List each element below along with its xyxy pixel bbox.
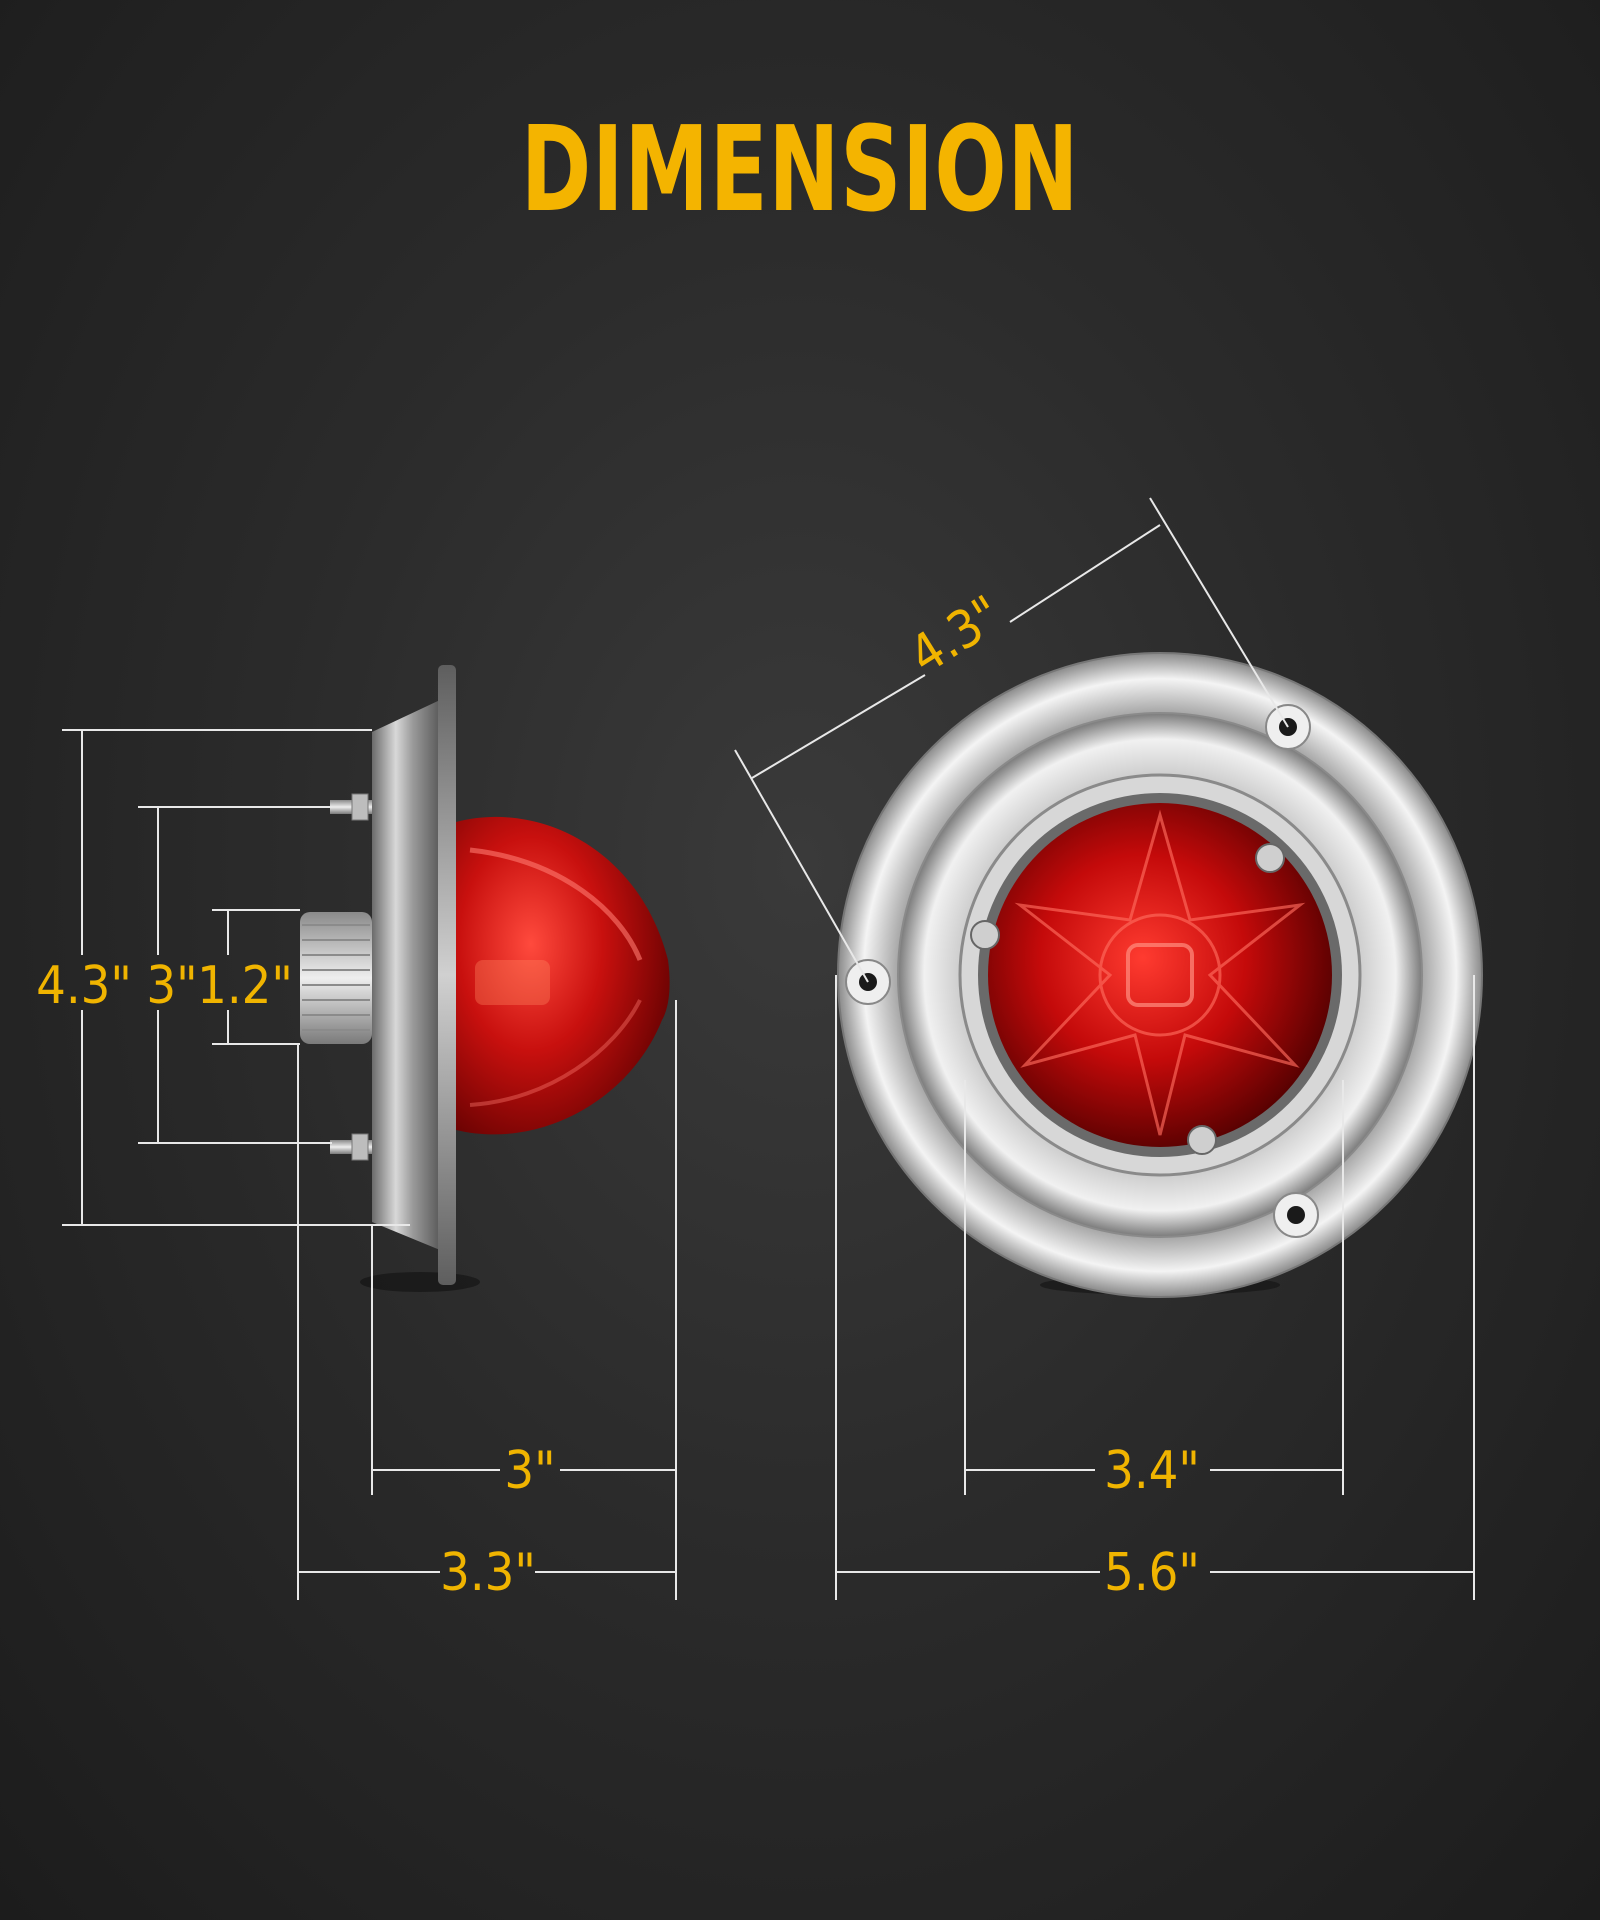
label-front-diagonal: 4.3" bbox=[899, 585, 1012, 687]
front-dimension-lines bbox=[734, 497, 1475, 1600]
label-side-lens-depth: 3" bbox=[504, 1441, 555, 1501]
side-housing bbox=[372, 700, 440, 1250]
side-dimension-lines bbox=[62, 729, 677, 1600]
mounting-bolt-top bbox=[330, 793, 376, 821]
mount-hole-bottom-right bbox=[1273, 1192, 1319, 1238]
label-side-flange-height: 4.3" bbox=[36, 956, 132, 1016]
side-rim-plate bbox=[438, 665, 456, 1285]
label-front-inner-diameter: 3.4" bbox=[1104, 1441, 1200, 1501]
side-red-dome bbox=[456, 816, 670, 1135]
page-title: DIMENSION bbox=[520, 100, 1080, 238]
label-front-outer-diameter: 5.6" bbox=[1104, 1543, 1200, 1603]
front-view-lamp bbox=[837, 652, 1483, 1298]
lens-screw-left bbox=[970, 920, 1000, 950]
label-side-bolt-spacing: 3" bbox=[146, 956, 197, 1016]
front-red-lens bbox=[988, 803, 1332, 1147]
side-view-lamp bbox=[300, 665, 670, 1292]
lens-screw-bottom bbox=[1187, 1125, 1217, 1155]
threaded-stud bbox=[300, 912, 372, 1044]
lens-screw-top bbox=[1255, 843, 1285, 873]
label-side-total-depth: 3.3" bbox=[440, 1543, 536, 1603]
mounting-bolt-bottom bbox=[330, 1133, 376, 1161]
label-side-stud-height: 1.2" bbox=[197, 956, 293, 1016]
